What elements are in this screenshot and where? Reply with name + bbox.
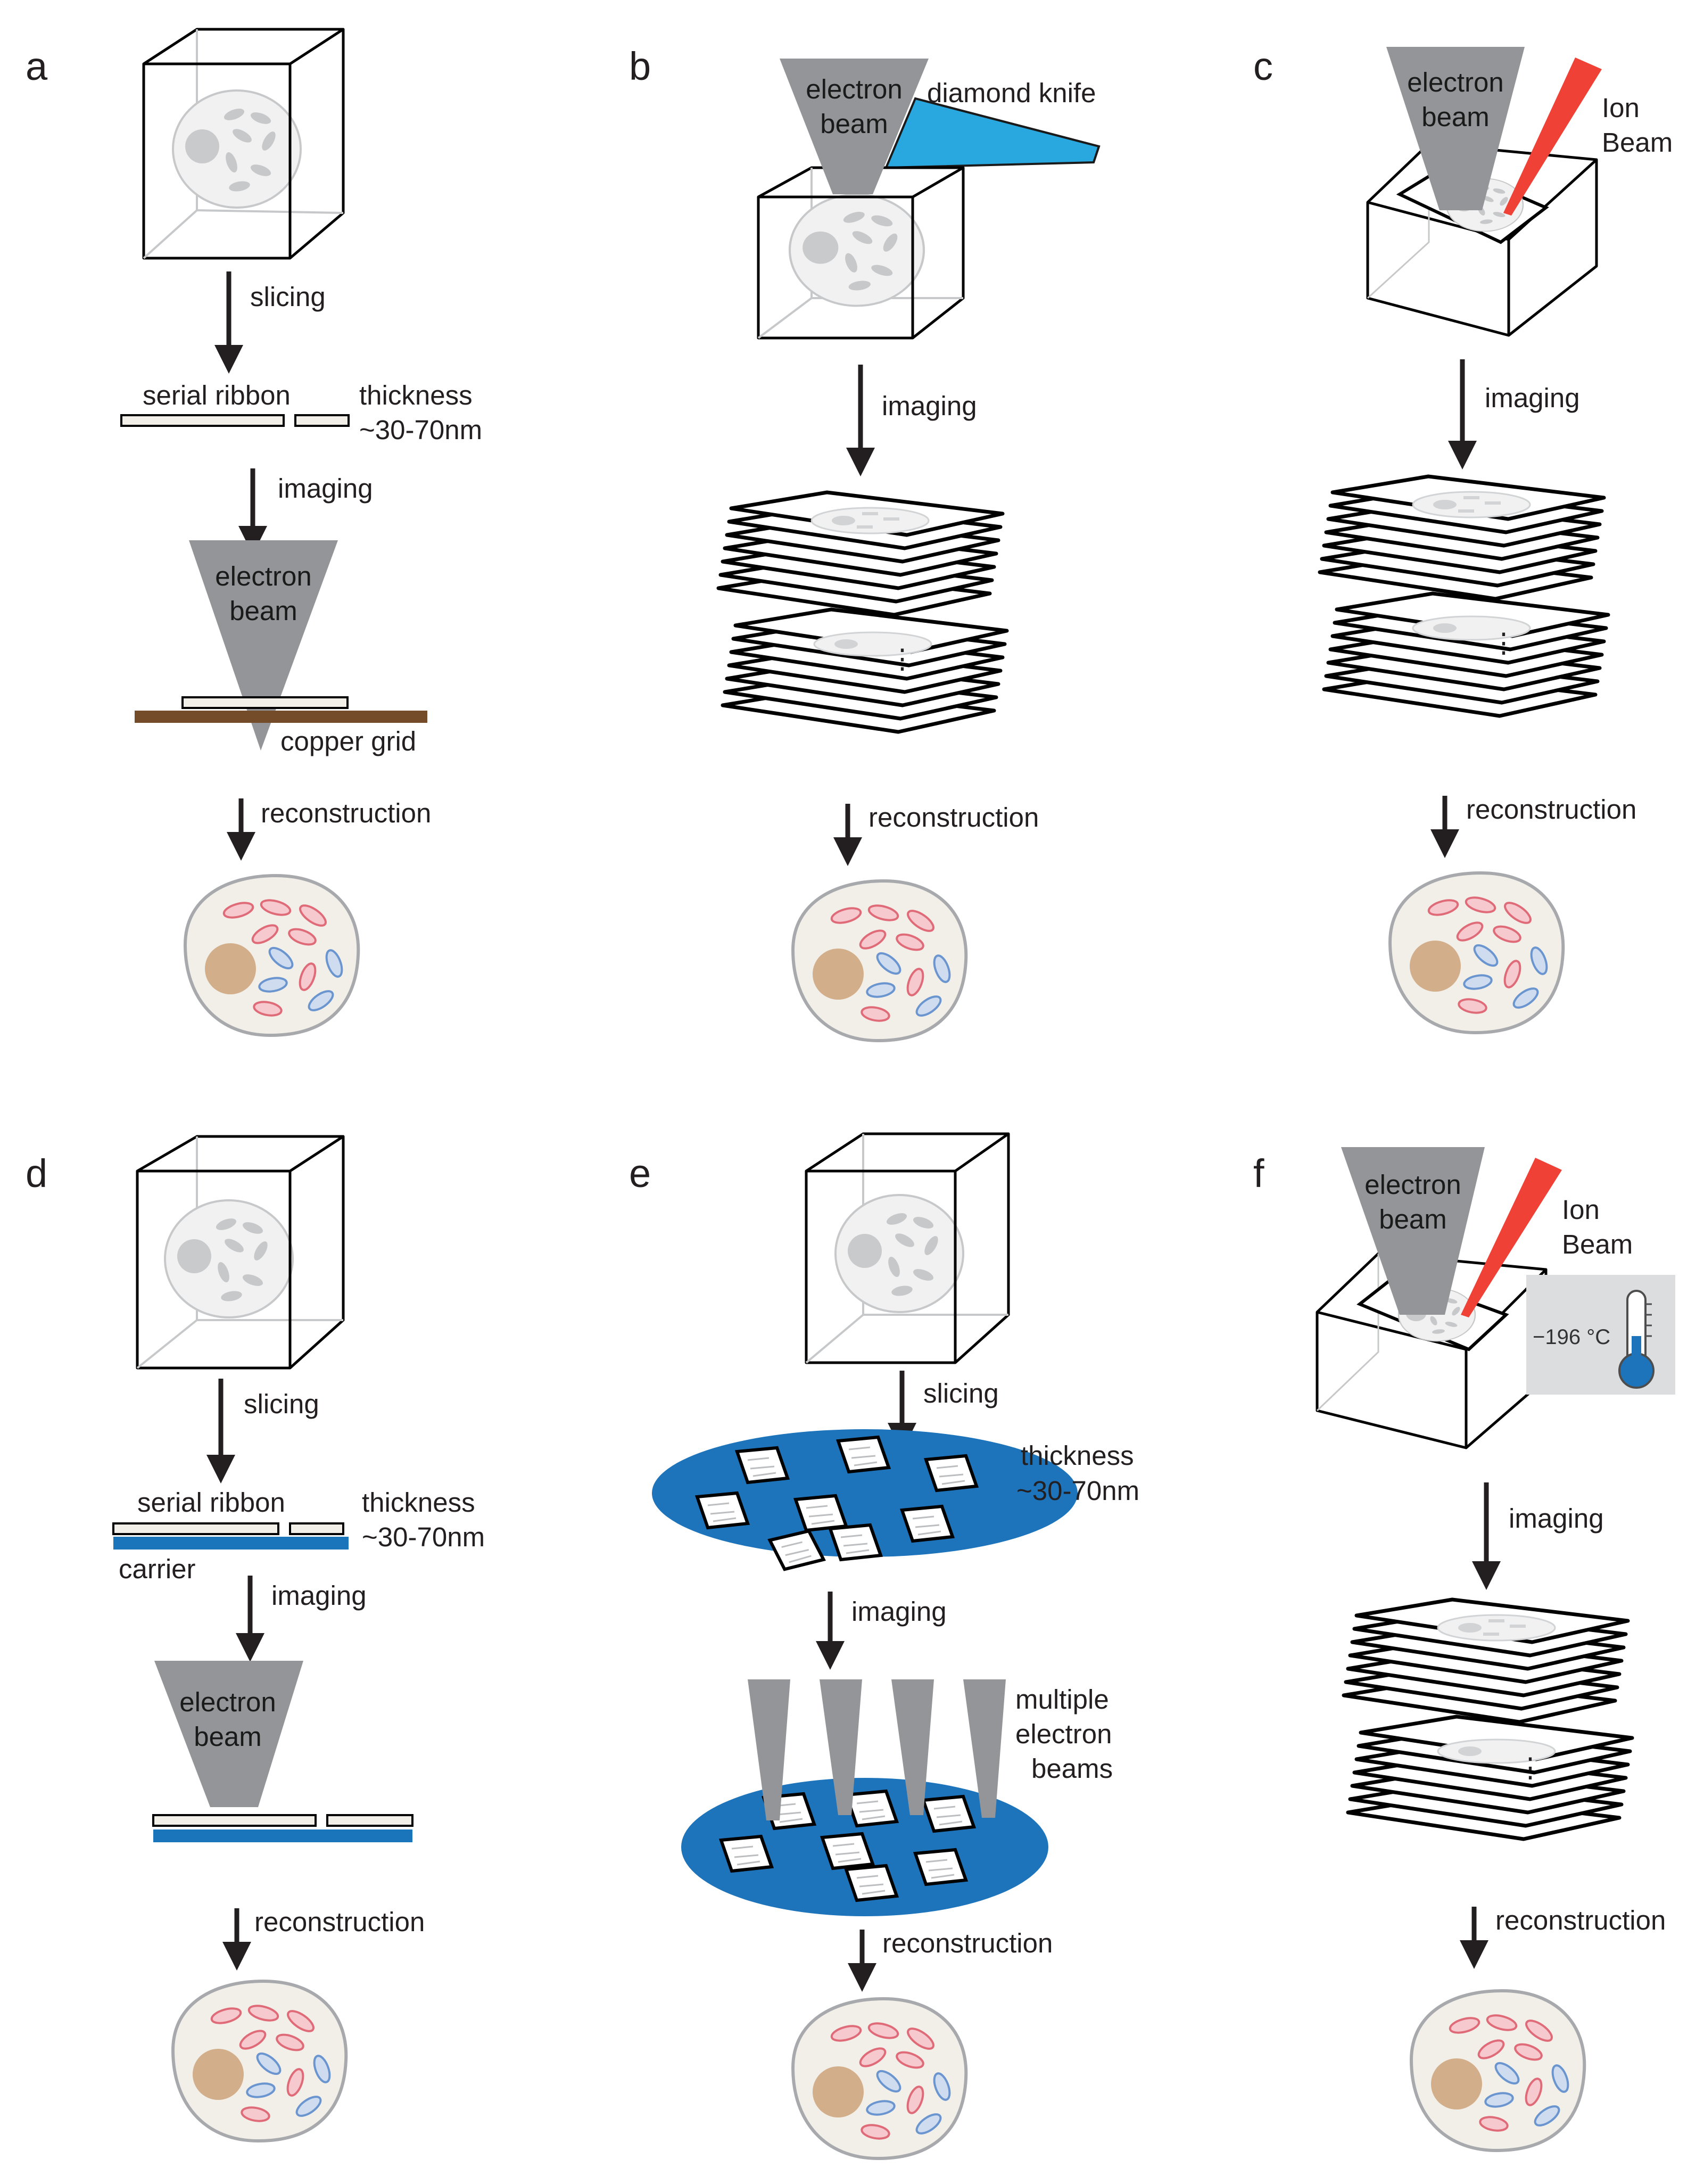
- label-serial-ribbon: serial ribbon: [137, 1487, 285, 1518]
- panel-d: d slicing serial ribbon thickness ~30-70…: [26, 1135, 485, 2141]
- label-reconstruction: reconstruction: [1466, 794, 1636, 825]
- svg-text:⋮: ⋮: [1517, 1752, 1544, 1783]
- label-reconstruction: reconstruction: [254, 1907, 425, 1937]
- electron-beam: [1386, 47, 1525, 210]
- sample-block: [136, 1135, 345, 1370]
- label-slicing: slicing: [250, 282, 326, 312]
- label-thickness-value: ~30-70nm: [359, 415, 482, 445]
- diamond-knife: [884, 97, 1101, 169]
- label-imaging: imaging: [1509, 1503, 1604, 1534]
- label-thickness-value: ~30-70nm: [362, 1522, 485, 1552]
- label-thickness: thickness: [359, 380, 473, 410]
- copper-grid: [135, 711, 427, 723]
- beam-label-2: beam: [194, 1721, 262, 1752]
- serial-ribbon: [112, 1522, 279, 1535]
- label-reconstruction: reconstruction: [868, 802, 1039, 833]
- label-imaging: imaging: [851, 1596, 947, 1627]
- ion-label-1: Ion: [1602, 93, 1640, 123]
- beam-label-1: electron: [1364, 1169, 1461, 1200]
- reconstructed-cell: [1411, 1991, 1584, 2150]
- label-imaging: imaging: [278, 473, 373, 504]
- panel-f: f electron beam Ion Beam −196 °C imaging: [1253, 1147, 1675, 2150]
- reconstructed-cell: [185, 876, 358, 1035]
- beam-label-1: electron: [179, 1687, 276, 1717]
- electron-beam: [189, 540, 338, 751]
- label-copper-grid: copper grid: [280, 726, 416, 756]
- label-reconstruction: reconstruction: [261, 798, 431, 828]
- panel-e: e slicing thickness ~30-70nm imaging: [629, 1132, 1139, 2158]
- beam-label-2: beam: [820, 109, 888, 139]
- serial-ribbon-piece: [289, 1522, 344, 1535]
- label-carrier: carrier: [119, 1554, 196, 1584]
- label-diamond-knife: diamond knife: [927, 78, 1096, 108]
- label-reconstruction: reconstruction: [1495, 1905, 1666, 1935]
- panel-a: a slicing serial ribbon thickness ~30-70…: [26, 28, 482, 1035]
- serial-ribbon-piece: [294, 414, 350, 427]
- panel-letter-a: a: [26, 44, 48, 88]
- thermometer-icon: [1618, 1290, 1655, 1389]
- beam-label-1: electron: [806, 74, 902, 104]
- electron-beam: [780, 59, 929, 194]
- multi-beam-label-1: multiple: [1015, 1684, 1109, 1715]
- panel-letter-e: e: [629, 1151, 651, 1196]
- label-imaging: imaging: [882, 391, 977, 421]
- label-thickness: thickness: [1021, 1440, 1134, 1471]
- beam-label-2: beam: [1421, 102, 1490, 132]
- ion-beam: [1503, 57, 1602, 216]
- serial-ribbon: [120, 414, 285, 427]
- label-slicing: slicing: [923, 1378, 999, 1408]
- electron-beam: [154, 1661, 303, 1807]
- panel-letter-d: d: [26, 1151, 47, 1196]
- sample-block: [757, 166, 965, 340]
- svg-text:⋮: ⋮: [1490, 628, 1517, 658]
- sample-block: [142, 28, 345, 260]
- image-stack: ⋮: [1320, 476, 1608, 716]
- reconstructed-cell: [1390, 873, 1563, 1033]
- label-reconstruction: reconstruction: [882, 1928, 1053, 1958]
- label-imaging: imaging: [271, 1580, 367, 1611]
- label-thickness-value: ~30-70nm: [1016, 1476, 1139, 1506]
- ion-label-1: Ion: [1562, 1194, 1600, 1225]
- temperature-box: −196 °C: [1526, 1275, 1675, 1395]
- label-thickness: thickness: [362, 1487, 475, 1518]
- reconstructed-cell: [793, 1999, 966, 2158]
- carrier-bottom: [153, 1829, 412, 1842]
- multiple-electron-beams: [748, 1679, 1006, 1820]
- panel-letter-b: b: [629, 44, 651, 88]
- panel-letter-f: f: [1253, 1151, 1264, 1196]
- panel-letter-c: c: [1253, 44, 1273, 88]
- section-on-grid: [181, 696, 349, 709]
- beam-label-2: beam: [1379, 1204, 1447, 1234]
- multi-beam-label-2: electron: [1015, 1719, 1112, 1749]
- label-serial-ribbon: serial ribbon: [143, 380, 291, 410]
- panel-b: b electron beam diamond knife imaging ⋮: [629, 44, 1101, 1041]
- label-slicing: slicing: [244, 1389, 319, 1419]
- beam-label-1: electron: [215, 561, 311, 591]
- label-imaging: imaging: [1485, 383, 1580, 413]
- reconstructed-cell: [173, 1981, 346, 2141]
- carrier: [113, 1537, 349, 1550]
- reconstructed-cell: [793, 881, 966, 1041]
- stack-ellipsis: ⋮: [889, 644, 916, 674]
- ion-beam: [1461, 1158, 1562, 1317]
- multi-beam-label-3: beams: [1031, 1753, 1113, 1784]
- beam-label-1: electron: [1407, 67, 1503, 97]
- panel-c: c electron beam Ion Beam imaging ⋮: [1253, 44, 1673, 1033]
- section-on-carrier: [152, 1814, 317, 1827]
- electron-beam: [1341, 1147, 1485, 1315]
- ion-label-2: Beam: [1602, 127, 1673, 158]
- beam-label-2: beam: [229, 596, 297, 626]
- image-stack: ⋮: [718, 492, 1007, 732]
- sample-block: [805, 1132, 1010, 1364]
- temperature-label: −196 °C: [1533, 1325, 1610, 1349]
- section-on-carrier-piece: [326, 1814, 413, 1827]
- ion-label-2: Beam: [1562, 1229, 1633, 1259]
- image-stack: ⋮: [1344, 1600, 1632, 1839]
